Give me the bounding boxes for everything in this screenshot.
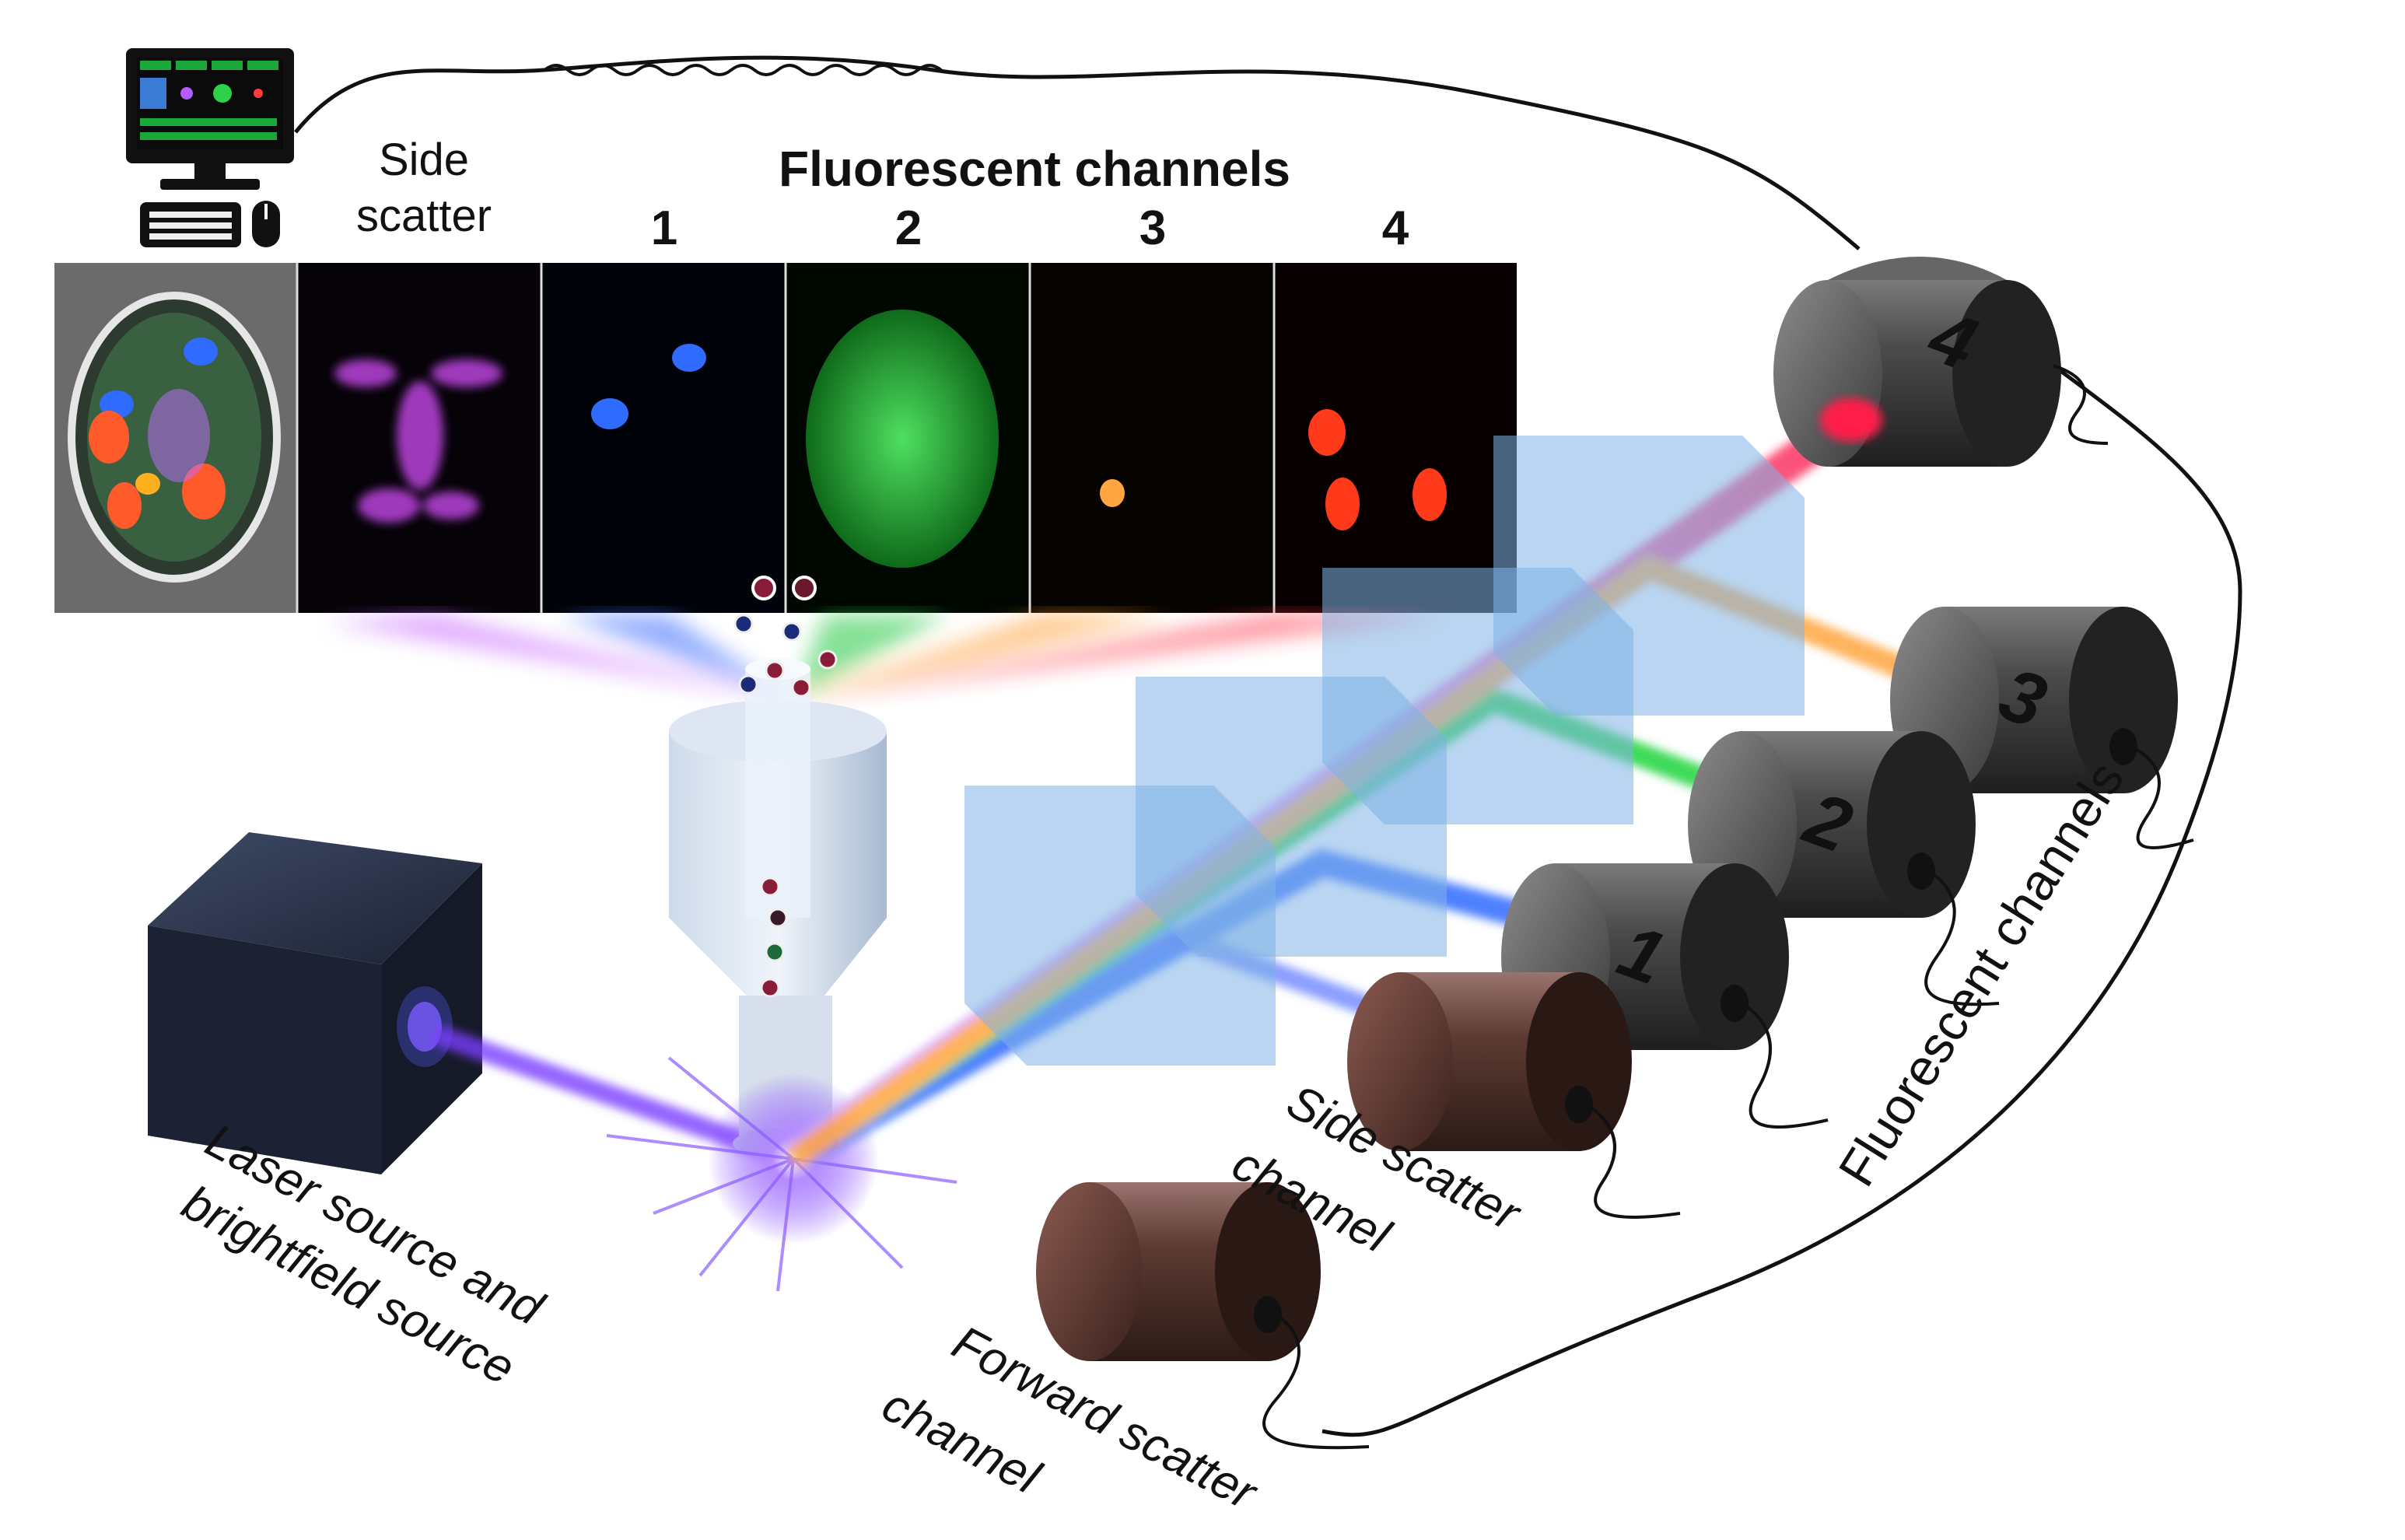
channel-3-header: 3	[1139, 201, 1167, 255]
channel-4-image	[1276, 263, 1517, 613]
detector-wires	[1262, 364, 2194, 1450]
dichroic-filters	[964, 436, 1805, 1066]
side-scatter-header-line2: scatter	[355, 191, 492, 241]
forward-scatter-detector	[1036, 1182, 1321, 1361]
channel-4-header: 4	[1381, 201, 1409, 255]
channel-2-image	[787, 263, 1030, 613]
side-scatter-header-line1: Side	[378, 135, 470, 185]
detector-4: 4	[1773, 257, 2061, 467]
mouse-icon	[252, 201, 280, 247]
side-scatter-image	[299, 263, 541, 613]
cable-wave	[543, 64, 943, 76]
emission-fan	[327, 614, 1447, 700]
image-strip	[54, 263, 1517, 613]
keyboard-icon	[140, 202, 241, 247]
laser-source	[148, 832, 482, 1174]
cell-stream	[733, 576, 838, 998]
channel-1-header: 1	[650, 201, 678, 255]
computer-monitor-icon	[126, 48, 294, 190]
data-cable	[294, 55, 2242, 1437]
side-scatter-detector	[1347, 972, 1632, 1151]
channel-1-image	[543, 263, 786, 613]
channel-3-image	[1031, 263, 1274, 613]
detector-2: 2	[1688, 731, 1976, 918]
side-scatter-header: Side scatter	[319, 132, 529, 244]
channel-2-header: 2	[894, 201, 922, 255]
fluorescent-channels-header: Fluorescent channels	[779, 141, 1290, 197]
brightfield-image	[54, 263, 297, 613]
